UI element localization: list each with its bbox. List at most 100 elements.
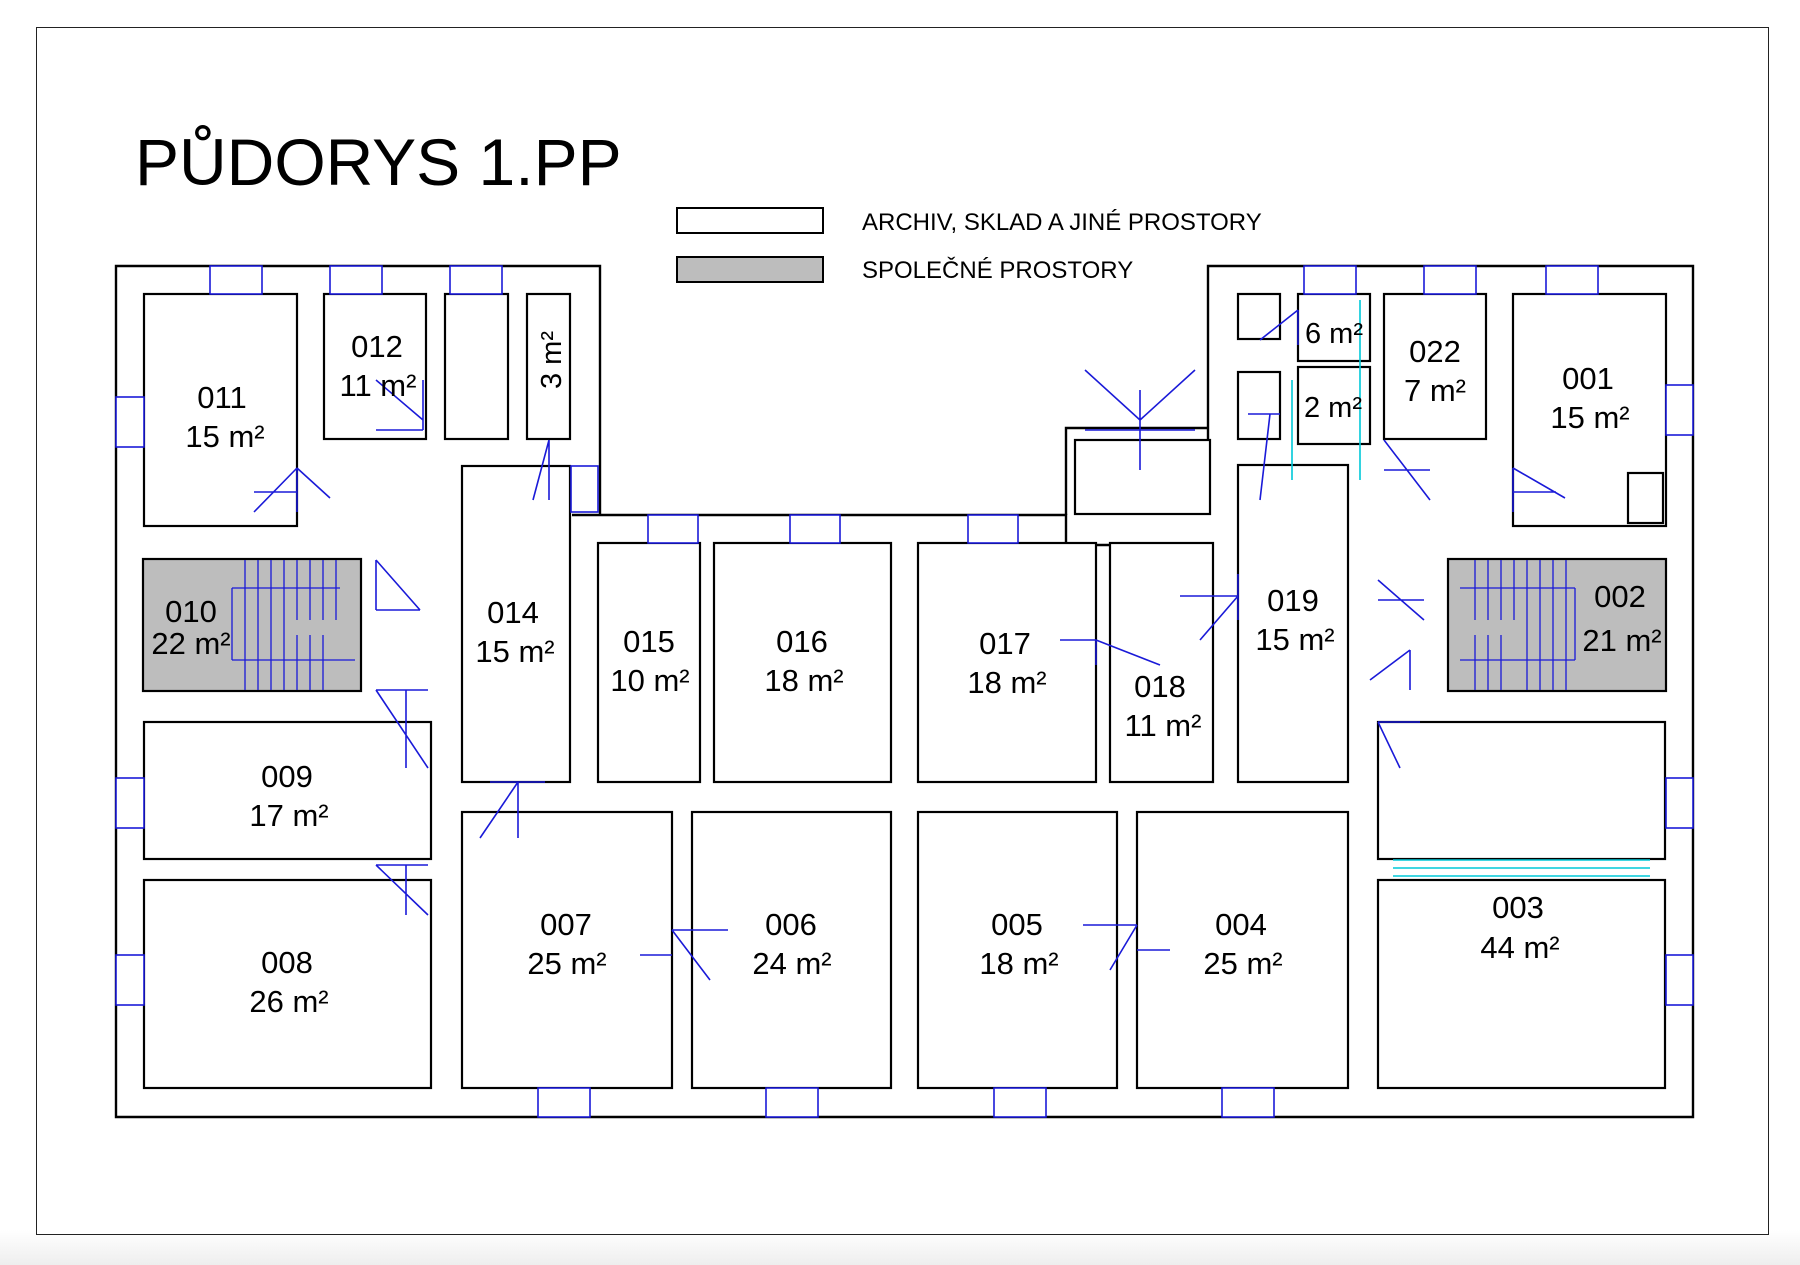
room-022-outline: [1382, 292, 1488, 441]
legend-swatch-storage: [676, 207, 824, 234]
room-003-outline: [1376, 878, 1667, 1090]
room-015-outline: [596, 541, 702, 784]
door-icon: [253, 467, 331, 513]
room-labels: 011 15 m² 012 11 m² 3 m² 010 22 m² 014 1…: [151, 318, 1661, 1019]
room-022: 022 7 m²: [1404, 334, 1466, 408]
window-icon: [647, 514, 699, 544]
window-icon: [537, 1087, 591, 1118]
window-icon: [115, 396, 145, 448]
room-012-outline: [322, 292, 428, 441]
room-number: 017: [979, 626, 1031, 661]
window-icon: [1303, 265, 1357, 295]
room-area: 15 m²: [1550, 400, 1629, 435]
room-area: 7 m²: [1404, 373, 1466, 408]
window-icon: [967, 514, 1019, 544]
room-number: 018: [1134, 669, 1186, 704]
room-014: 014 15 m²: [475, 595, 554, 669]
room-016-outline: [712, 541, 893, 784]
room-017: 017 18 m²: [967, 626, 1046, 700]
room-number: 008: [261, 945, 313, 980]
room-016: 016 18 m²: [764, 624, 843, 698]
outer-wall: [114, 264, 1695, 1119]
room-number: 014: [487, 595, 539, 630]
room-number: 011: [197, 380, 246, 415]
legend-label-storage: ARCHIV, SKLAD A JINÉ PROSTORY: [862, 209, 1262, 236]
bay-room-outline: [1073, 438, 1212, 516]
room-number: 001: [1562, 361, 1614, 396]
door-swings: [253, 309, 1566, 981]
glazing: [1291, 300, 1650, 877]
window-icon: [993, 1087, 1047, 1118]
room-area: 25 m²: [1203, 946, 1282, 981]
room-004-outline: [1135, 810, 1350, 1090]
room-number: 016: [776, 624, 828, 659]
room-number: 022: [1409, 334, 1461, 369]
door-icon: [1180, 574, 1239, 641]
door-icon: [1259, 309, 1299, 345]
central-bay-wall: [1064, 426, 1208, 515]
room-number: 004: [1215, 907, 1267, 942]
window-icon: [1545, 265, 1599, 295]
room-6m2: 6 m²: [1305, 318, 1363, 350]
room-004: 004 25 m²: [1203, 907, 1282, 981]
room-area: 15 m²: [185, 419, 264, 454]
small-cell-b-outline: [1236, 370, 1282, 441]
east-room-outline: [1376, 720, 1667, 861]
door-icon: [375, 689, 429, 769]
room-number: 012: [351, 329, 403, 364]
room-area: 11 m²: [340, 368, 417, 403]
small-cell-a-outline: [1236, 292, 1282, 341]
window-icon: [115, 777, 145, 829]
room-area: 22 m²: [151, 626, 230, 661]
window-icon: [789, 514, 841, 544]
room-008: 008 26 m²: [249, 945, 328, 1019]
legend-label-shared: SPOLEČNÉ PROSTORY: [862, 256, 1133, 284]
room-009-outline: [142, 720, 433, 861]
room-007: 007 25 m²: [527, 907, 606, 981]
room-area: 24 m²: [752, 946, 831, 981]
door-icon: [1084, 369, 1196, 470]
room-3m2-outline: [525, 292, 572, 441]
room-005: 005 18 m²: [979, 907, 1058, 981]
room-number: 019: [1267, 583, 1319, 618]
room-2m2: 2 m²: [1304, 392, 1362, 424]
room-number: 005: [991, 907, 1043, 942]
room-006-outline: [690, 810, 893, 1090]
room-005-outline: [916, 810, 1119, 1090]
room-003: 003 44 m²: [1480, 890, 1559, 965]
room-area: 44 m²: [1480, 930, 1559, 965]
room-018-outline: [1108, 541, 1215, 784]
legend: ARCHIV, SKLAD A JINÉ PROSTORY SPOLEČNÉ P…: [676, 207, 1262, 284]
legend-swatch-shared: [676, 256, 824, 283]
window-icon: [209, 265, 263, 295]
room-008-outline: [142, 878, 433, 1090]
door-icon: [1377, 579, 1425, 621]
room-007-outline: [460, 810, 674, 1090]
door-icon: [1248, 413, 1280, 501]
room-area: 18 m²: [979, 946, 1058, 981]
window-icon: [1665, 954, 1694, 1006]
door-icon: [1377, 721, 1420, 769]
room-area: 18 m²: [967, 665, 1046, 700]
room-outlines: [141, 292, 1668, 1090]
room-019-outline: [1236, 463, 1350, 784]
window-icon: [765, 1087, 819, 1118]
staircases: [231, 560, 1576, 690]
room-015: 015 10 m²: [610, 624, 689, 698]
room-002: 002 21 m²: [1582, 579, 1661, 658]
room-001: 001 15 m²: [1550, 361, 1629, 435]
room-area: 15 m²: [475, 634, 554, 669]
door-icon: [375, 379, 424, 431]
room-010-outline: [141, 557, 363, 693]
room-2m2-outline: [1296, 365, 1372, 446]
door-icon: [1060, 639, 1161, 666]
door-icon: [375, 864, 429, 916]
door-icon: [1369, 649, 1411, 690]
glazing-line: [1393, 859, 1650, 877]
window-icon: [449, 265, 503, 295]
window-icon: [115, 954, 145, 1006]
room-area: 6 m²: [1305, 318, 1363, 350]
room-018: 018 11 m²: [1125, 669, 1202, 743]
window-icon: [1665, 384, 1694, 436]
glazing-line: [1291, 300, 1361, 480]
